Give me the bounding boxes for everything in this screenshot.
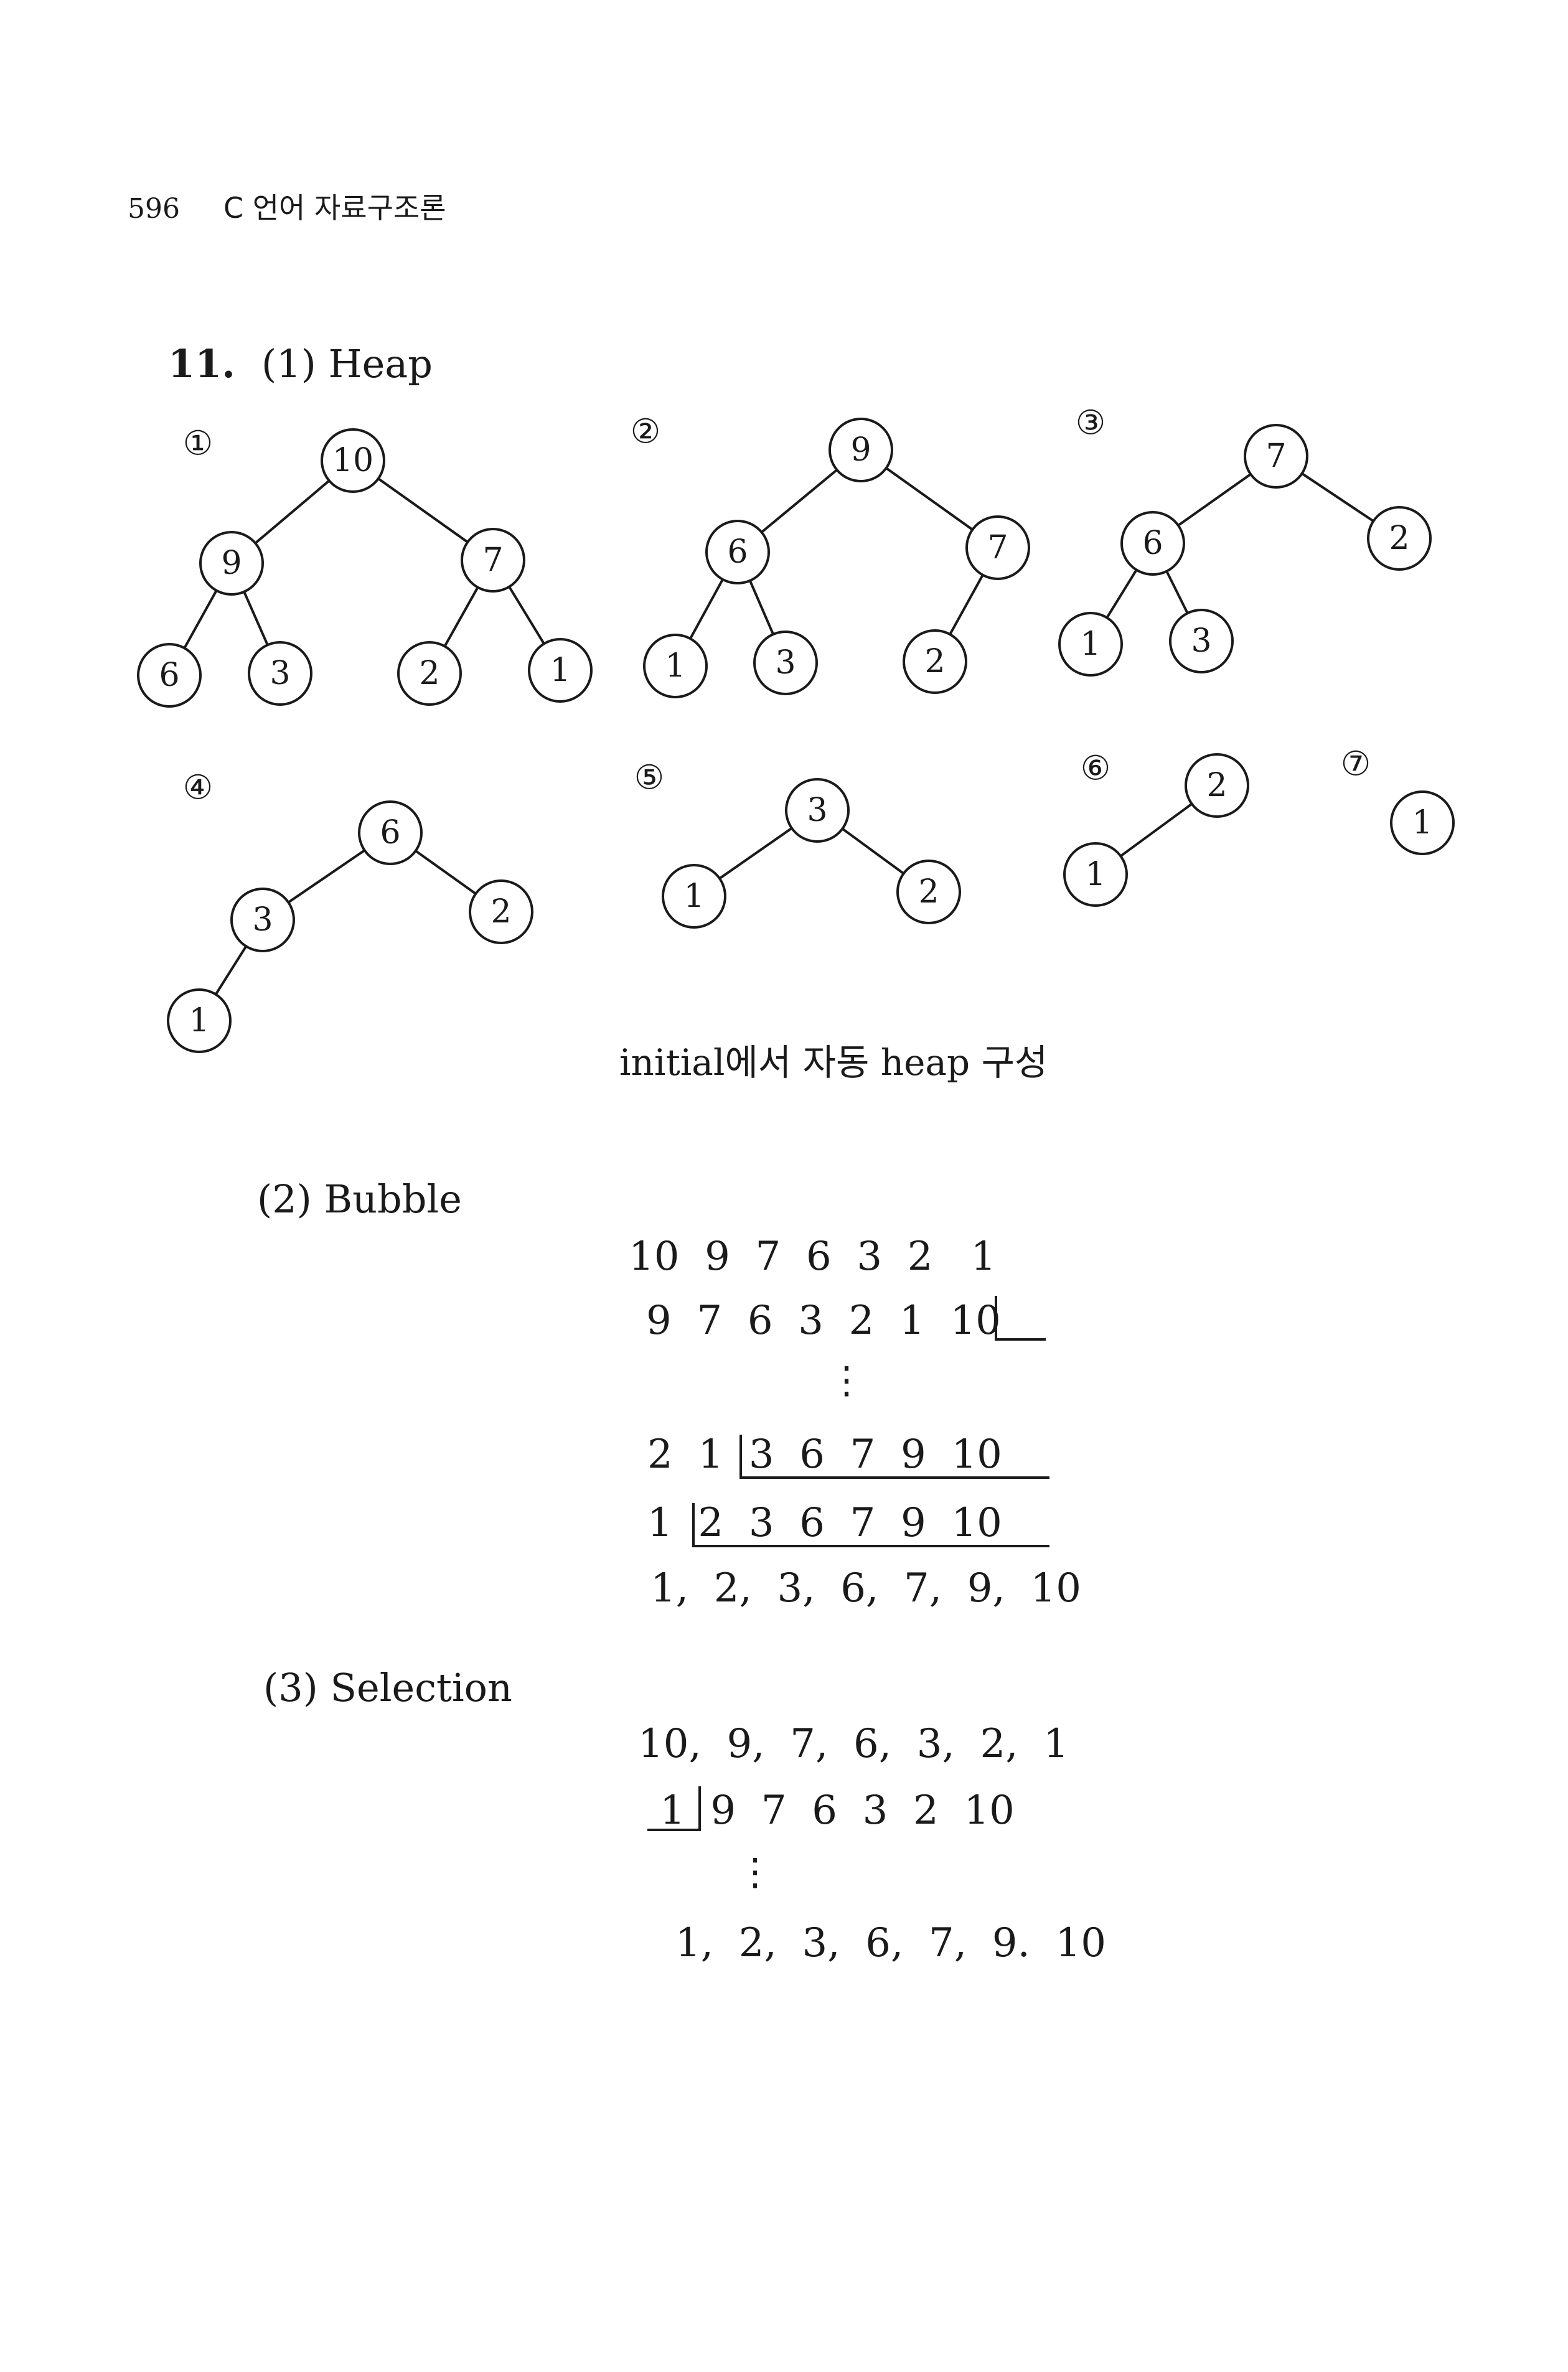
tree-node: 1: [528, 638, 593, 703]
tree-node: 1: [1390, 790, 1455, 855]
tree-node: 1: [643, 634, 708, 698]
step-marker-1: ①: [183, 424, 213, 463]
tree-node: 6: [358, 800, 423, 865]
svg-text:3: 3: [775, 644, 796, 682]
bubble-ellipsis: ⋮: [828, 1359, 865, 1402]
bubble-bracket-3-vertical: [692, 1503, 695, 1547]
selection-section-title: (3) Selection: [263, 1665, 512, 1710]
heap-tree-4: 6 3 2 1: [167, 800, 533, 1053]
svg-text:7: 7: [987, 529, 1008, 566]
svg-text:1: 1: [1412, 804, 1432, 841]
svg-text:6: 6: [380, 814, 400, 851]
tree-node: 1: [662, 864, 726, 929]
selection-row-2: 1 9 7 6 3 2 10: [660, 1788, 1015, 1834]
tree-node: 1: [167, 988, 232, 1053]
tree-node: 3: [785, 778, 850, 843]
tree-node: 9: [829, 418, 893, 482]
bubble-final-row: 1, 2, 3, 6, 7, 9, 10: [650, 1565, 1081, 1611]
step-marker-2: ②: [631, 412, 660, 451]
svg-text:1: 1: [1085, 856, 1106, 893]
tree-node: 3: [248, 641, 312, 706]
tree-node: 7: [1244, 424, 1308, 489]
selection-bracket-underline: [647, 1829, 701, 1831]
bubble-bracket-2-vertical: [739, 1435, 742, 1478]
heap-tree-7: 1: [1390, 790, 1455, 855]
tree-node: 3: [1169, 609, 1234, 673]
svg-text:7: 7: [482, 541, 503, 579]
bubble-section-title: (2) Bubble: [257, 1176, 462, 1222]
svg-text:3: 3: [807, 792, 827, 829]
svg-text:2: 2: [924, 643, 945, 680]
page-number: 596: [128, 193, 180, 225]
tree-node: 2: [397, 641, 462, 706]
svg-text:2: 2: [918, 873, 939, 911]
tree-node: 7: [965, 515, 1030, 580]
step-marker-3: ③: [1076, 403, 1106, 443]
bubble-row-4: 1 2 3 6 7 9 10: [647, 1500, 1002, 1546]
svg-text:1: 1: [189, 1002, 209, 1039]
bubble-row-3: 2 1 3 6 7 9 10: [647, 1432, 1002, 1478]
svg-text:3: 3: [1191, 622, 1211, 660]
heap-tree-1: 10 9 7 6 3 2 1: [137, 428, 593, 708]
question-number: 11.: [168, 341, 235, 387]
tree-node: 2: [469, 879, 533, 944]
heap-tree-2: 9 6 7 1 3 2: [643, 418, 1030, 698]
tree-node: 7: [461, 528, 525, 593]
bubble-bracket-1-vertical: [995, 1296, 997, 1341]
svg-text:2: 2: [1389, 520, 1409, 557]
selection-ellipsis: ⋮: [736, 1850, 774, 1894]
svg-text:2: 2: [491, 893, 511, 931]
heap-tree-3: 7 6 2 1 3: [1058, 424, 1432, 677]
heap-note: initial에서 자동 heap 구성: [619, 1041, 1048, 1084]
svg-text:3: 3: [270, 655, 290, 692]
heap-section-title: (1) Heap: [261, 341, 433, 387]
svg-text:1: 1: [550, 652, 570, 689]
svg-text:9: 9: [221, 545, 242, 582]
tree-node: 3: [230, 888, 295, 952]
bubble-row-1: 10 9 7 6 3 2 1: [629, 1234, 997, 1280]
tree-node: 10: [321, 428, 385, 493]
tree-node: 6: [705, 520, 770, 584]
bubble-bracket-2-underline: [739, 1476, 1049, 1479]
step-marker-7: ⑦: [1341, 744, 1371, 784]
tree-node: 1: [1058, 612, 1123, 677]
svg-text:7: 7: [1265, 438, 1286, 475]
svg-text:9: 9: [850, 431, 871, 469]
heap-trees-figure: ① ② ③ ④ ⑤ ⑥ ⑦ 10 9 7 6 3 2 1 9 6 7 1 3 2: [137, 403, 1455, 1053]
step-marker-5: ⑤: [634, 758, 664, 797]
page-header: 596 C 언어 자료구조론: [128, 185, 446, 227]
tree-node: 6: [137, 643, 202, 708]
selection-row-1: 10, 9, 7, 6, 3, 2, 1: [638, 1721, 1069, 1767]
svg-text:6: 6: [1142, 525, 1163, 562]
heap-tree-6: 2 1: [1063, 753, 1249, 907]
chapter-title: C 언어 자료구조론: [223, 191, 446, 225]
svg-text:1: 1: [1080, 626, 1101, 663]
bubble-bracket-3-underline: [692, 1545, 1049, 1547]
tree-node: 6: [1120, 511, 1185, 576]
svg-text:6: 6: [159, 657, 179, 694]
selection-bracket-vertical: [698, 1786, 701, 1831]
tree-node: 2: [1367, 506, 1432, 571]
svg-text:6: 6: [727, 533, 748, 571]
tree-node: 1: [1063, 842, 1128, 907]
bubble-row-2: 9 7 6 3 2 1 10: [646, 1298, 1001, 1344]
heap-tree-5: 3 1 2: [662, 778, 961, 929]
svg-text:2: 2: [1206, 767, 1227, 804]
tree-node: 2: [1185, 753, 1249, 818]
bubble-bracket-1-underline: [995, 1338, 1046, 1341]
svg-text:1: 1: [665, 647, 685, 685]
svg-text:10: 10: [332, 442, 373, 479]
svg-text:3: 3: [252, 901, 273, 939]
step-marker-6: ⑥: [1081, 749, 1110, 788]
tree-node: 3: [753, 631, 818, 695]
svg-text:2: 2: [419, 655, 439, 692]
selection-final-row: 1, 2, 3, 6, 7, 9. 10: [675, 1920, 1106, 1966]
step-marker-4: ④: [183, 768, 213, 807]
svg-text:1: 1: [683, 878, 704, 915]
tree-node: 2: [896, 860, 961, 924]
tree-node: 2: [903, 629, 967, 694]
tree-node: 9: [199, 531, 264, 596]
